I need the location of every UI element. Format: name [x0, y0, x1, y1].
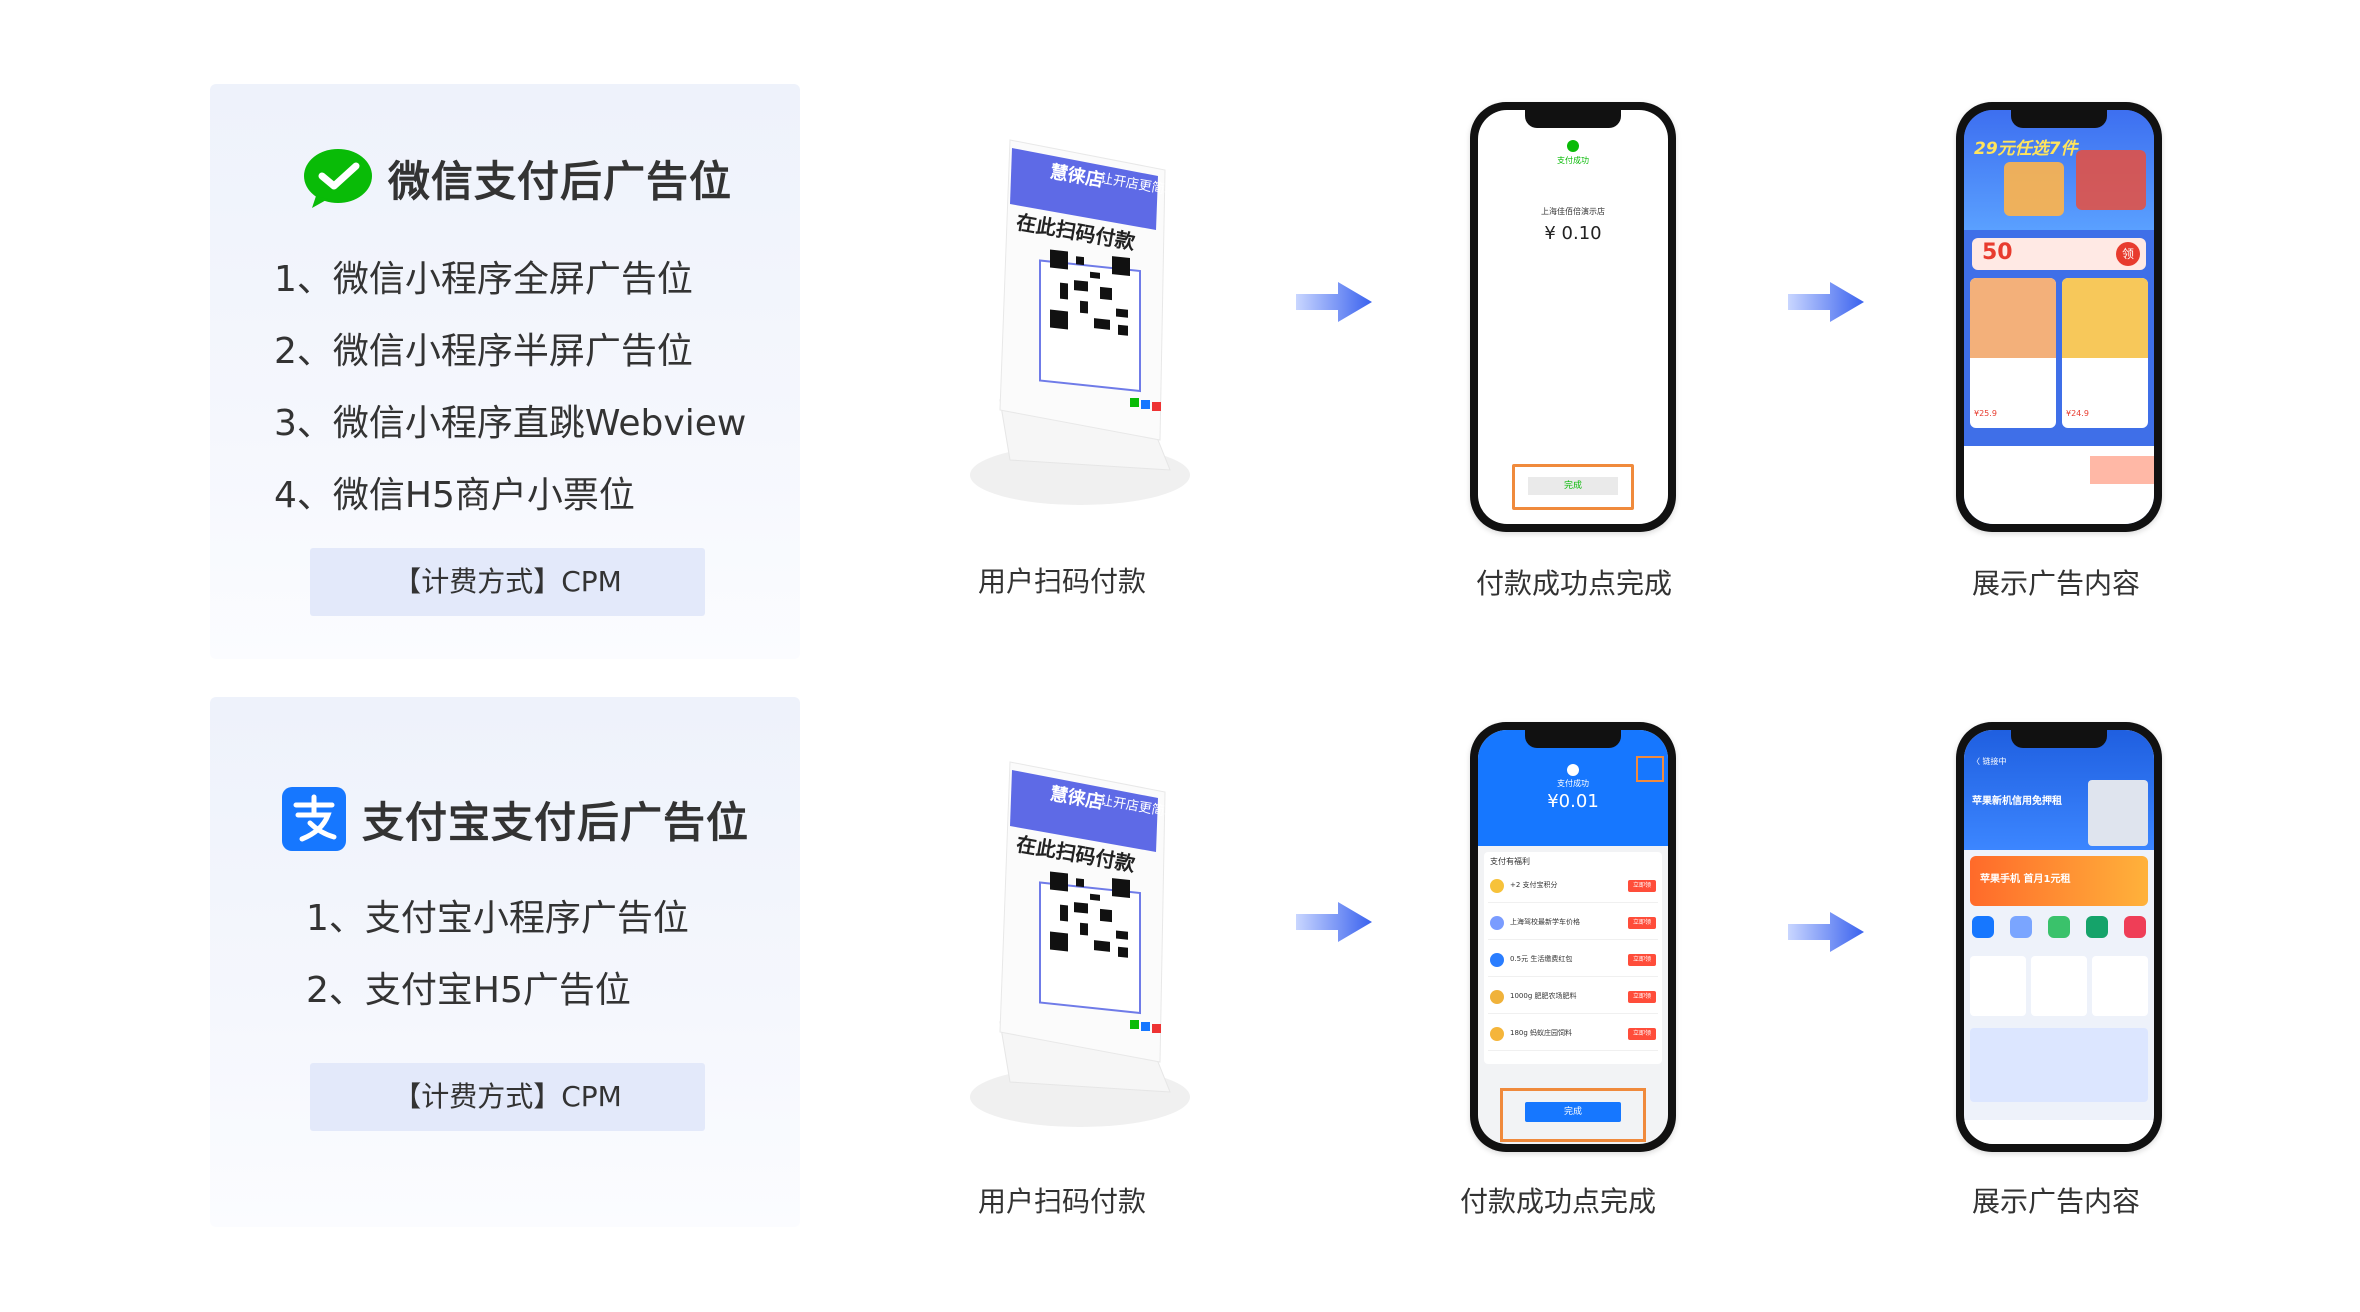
benefit-icon — [1490, 1027, 1504, 1041]
alipay-fee-label: 【计费方式】CPM — [310, 1063, 705, 1131]
wechat-ad-list: 1、微信小程序全屏广告位 2、微信小程序半屏广告位 3、微信小程序直跳Webvi… — [274, 244, 746, 532]
alipay-ad-phone: 〈 链接中 苹果新机信用免押租 苹果手机 首月1元租 — [1956, 722, 2162, 1152]
list-item: 0.5元 生活缴费红包 立即领 — [1488, 946, 1658, 977]
coupon-claim-button[interactable]: 领 — [2116, 242, 2140, 266]
list-item: 180g 蚂蚁庄园饲料 立即领 — [1488, 1020, 1658, 1051]
wechat-ad-panel: 微信支付后广告位 1、微信小程序全屏广告位 2、微信小程序半屏广告位 3、微信小… — [210, 84, 800, 659]
bottom-bar — [1964, 446, 2154, 524]
ad-banner-title: 29元任选7件 — [1974, 139, 2078, 159]
wechat-ad-phone: 29元任选7件 50 领 ¥25.9 ¥24.9 — [1956, 102, 2162, 532]
arrow-right-icon — [1296, 902, 1372, 942]
benefit-icon — [1490, 953, 1504, 967]
arrow-right-icon — [1296, 282, 1372, 322]
coupon-value: 50 — [1982, 240, 2013, 265]
done-button[interactable]: 完成 — [1525, 1102, 1621, 1122]
list-item: 3、微信小程序直跳Webview — [274, 403, 747, 444]
benefit-icon — [1490, 879, 1504, 893]
claim-button[interactable]: 立即领 — [1628, 1028, 1656, 1040]
merchant-name: 上海佳佰倍演示店 — [1541, 207, 1605, 216]
alipay-panel-title-text: 支付宝支付后广告位 — [362, 797, 750, 847]
wechat-panel-title-text: 微信支付后广告位 — [388, 156, 733, 206]
alipay-logo-icon — [282, 787, 346, 851]
pay-amount: ¥ 0.10 — [1544, 223, 1602, 244]
product-price: ¥25.9 — [1974, 409, 1997, 418]
ad-header: 〈 链接中 苹果新机信用免押租 — [1964, 730, 2154, 850]
done-highlight: 完成 — [1512, 464, 1634, 510]
tab-bar — [1964, 1120, 2154, 1144]
list-item: 2、微信小程序半屏广告位 — [274, 331, 693, 372]
pay-amount: ¥0.01 — [1547, 791, 1599, 812]
promo-banner: 苹果手机 首月1元租 — [1970, 856, 2148, 906]
done-highlight: 完成 — [1500, 1088, 1646, 1142]
alipay-panel-title: 支付宝支付后广告位 — [282, 787, 749, 851]
benefit-icon — [1490, 990, 1504, 1004]
list-item: 1、支付宝小程序广告位 — [306, 898, 689, 939]
pay-status: 支付成功 — [1557, 779, 1589, 788]
alipay-pay-success-phone: 支付成功 ¥0.01 支付有福利 +2 支付宝积分立即领上海驾校最新学车价格立即… — [1470, 722, 1676, 1152]
list-item: +2 支付宝积分 立即领 — [1488, 872, 1658, 903]
step-caption: 用户扫码付款 — [977, 1185, 1146, 1218]
ad-banner-title: 苹果新机信用免押租 — [1972, 796, 2062, 807]
pay-header: 支付成功 ¥0.01 — [1478, 730, 1668, 846]
product-card[interactable]: ¥24.9 — [2062, 278, 2148, 428]
step-caption: 展示广告内容 — [1971, 567, 2140, 600]
nav-back[interactable]: 〈 链接中 — [1972, 757, 2007, 766]
list-item: 2、支付宝H5广告位 — [306, 970, 631, 1011]
product-price: ¥24.9 — [2066, 409, 2089, 418]
qr-stand-image: 慧徕店 让开店更简单 在此扫码付款 — [940, 752, 1210, 1152]
qr-stand-image: 慧徕店 让开店更简单 在此扫码付款 — [940, 130, 1210, 530]
category-row — [1972, 916, 2146, 946]
product-grid: ¥25.9 ¥24.9 — [1970, 278, 2148, 438]
list-item: 4、微信H5商户小票位 — [274, 475, 635, 516]
arrow-right-icon — [1788, 912, 1864, 952]
wechat-panel-title: 微信支付后广告位 — [302, 146, 732, 210]
claim-button[interactable]: 立即领 — [1628, 917, 1656, 929]
step-caption: 付款成功点完成 — [1459, 1185, 1656, 1218]
product-section — [1970, 1028, 2148, 1102]
coupon-bar: 50 领 — [1972, 238, 2146, 270]
wechat-logo-icon — [302, 146, 378, 210]
benefit-text: 上海驾校最新学车价格 — [1510, 918, 1580, 926]
alipay-ad-panel: 支付宝支付后广告位 1、支付宝小程序广告位 2、支付宝H5广告位 【计费方式】C… — [210, 697, 800, 1227]
alipay-ad-list: 1、支付宝小程序广告位 2、支付宝H5广告位 — [306, 883, 689, 1027]
promo-text: 苹果手机 首月1元租 — [1980, 874, 2071, 885]
claim-button[interactable]: 立即领 — [1628, 954, 1656, 966]
benefit-text: 1000g 肥肥农场肥料 — [1510, 992, 1577, 1000]
pay-status: 支付成功 — [1557, 156, 1589, 165]
product-card[interactable]: ¥25.9 — [1970, 278, 2056, 428]
benefit-text: +2 支付宝积分 — [1510, 881, 1558, 889]
done-button[interactable]: 完成 — [1528, 477, 1618, 495]
claim-button[interactable]: 立即领 — [1628, 880, 1656, 892]
list-item: 1、微信小程序全屏广告位 — [274, 259, 693, 300]
list-item: 上海驾校最新学车价格 立即领 — [1488, 909, 1658, 940]
product-row — [1970, 956, 2148, 1020]
list-item: 1000g 肥肥农场肥料 立即领 — [1488, 983, 1658, 1014]
benefit-text: 0.5元 生活缴费红包 — [1510, 955, 1573, 963]
benefit-text: 180g 蚂蚁庄园饲料 — [1510, 1029, 1573, 1037]
wechat-pay-success-phone: 支付成功 上海佳佰倍演示店 ¥ 0.10 完成 — [1470, 102, 1676, 532]
top-done-highlight[interactable] — [1636, 756, 1664, 782]
step-caption: 付款成功点完成 — [1475, 567, 1672, 600]
claim-button[interactable]: 立即领 — [1628, 991, 1656, 1003]
wechat-fee-label: 【计费方式】CPM — [310, 548, 705, 616]
benefit-title: 支付有福利 — [1490, 857, 1530, 866]
arrow-right-icon — [1788, 282, 1864, 322]
success-check-icon — [1567, 140, 1579, 152]
step-caption: 用户扫码付款 — [977, 565, 1146, 598]
benefit-icon — [1490, 916, 1504, 930]
ad-banner: 29元任选7件 — [1964, 110, 2154, 230]
step-caption: 展示广告内容 — [1971, 1185, 2140, 1218]
